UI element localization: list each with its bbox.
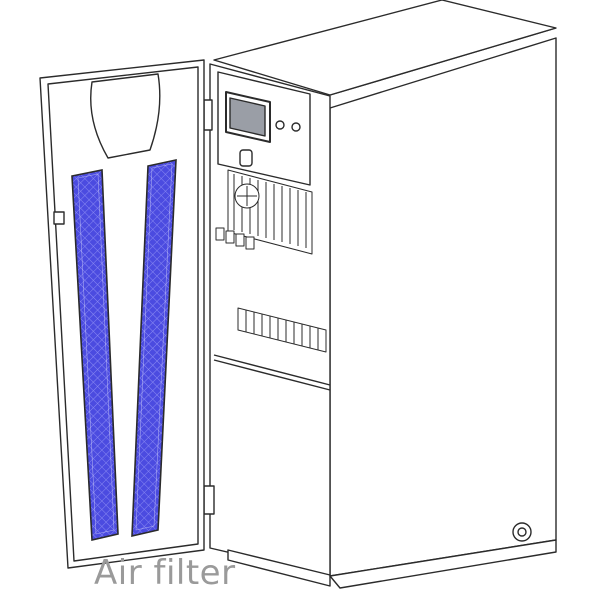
switch-group: [215, 227, 255, 250]
lower-hinge: [203, 485, 215, 515]
front-panel-divider: [213, 354, 331, 386]
air-filter-right: [131, 158, 177, 538]
cabinet-base: [227, 549, 331, 587]
door-latch: [53, 211, 65, 225]
air-filter-left: [71, 169, 119, 541]
air-filter-caption: Air filter: [94, 553, 236, 593]
filter-icon: [71, 158, 177, 541]
door-window: [90, 73, 161, 159]
upper-hinge: [203, 99, 213, 131]
cabinet-side-panel: [329, 37, 557, 577]
cabinet-top: [213, 0, 557, 96]
vent-icon: [227, 169, 313, 255]
breaker-icon: [237, 307, 327, 353]
